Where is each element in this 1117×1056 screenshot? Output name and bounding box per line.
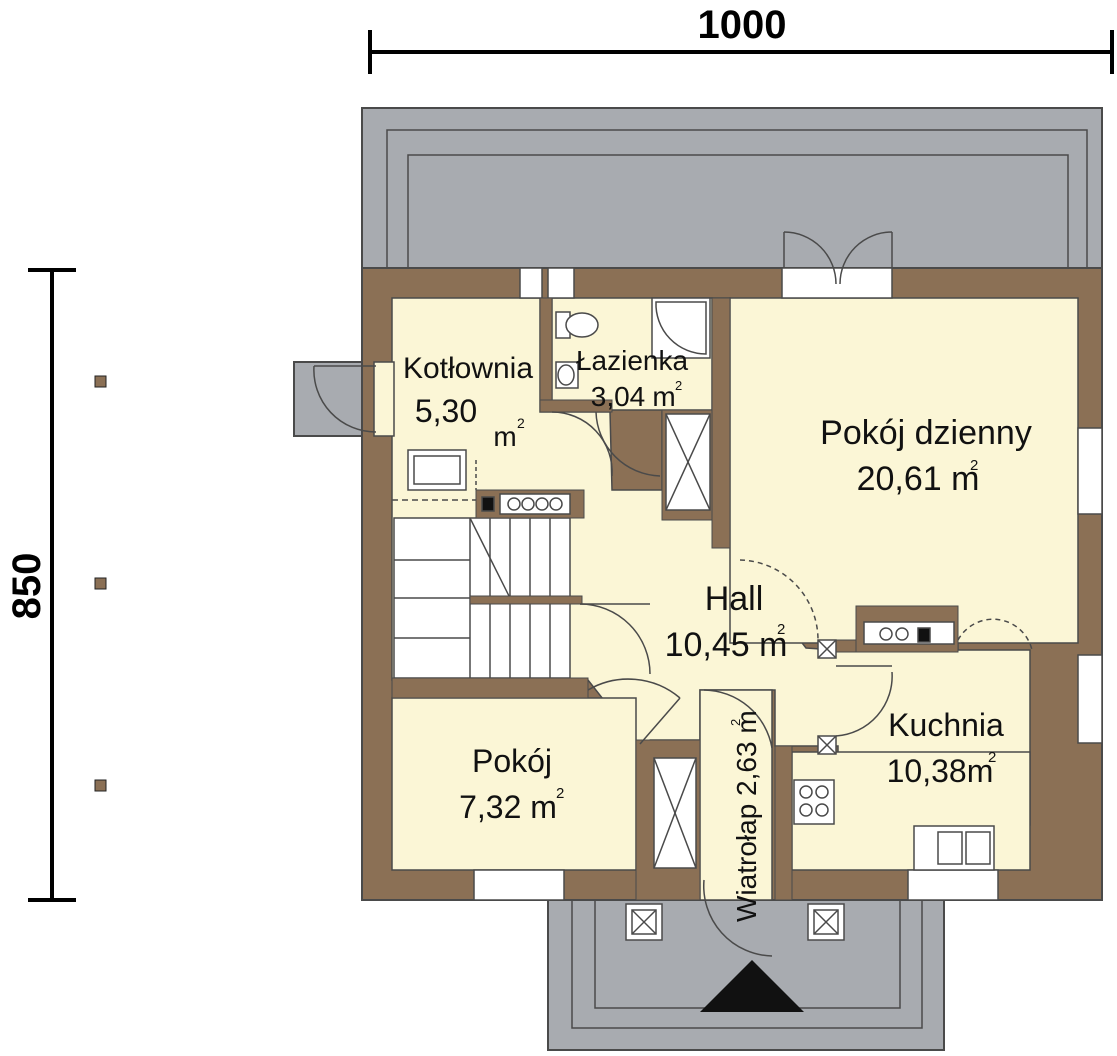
room-label-kotlownia: Kotłownia 5,30 m 2 xyxy=(403,352,533,452)
height-dimension-label: 850 xyxy=(5,553,49,620)
room-area: 3,04 xyxy=(591,381,646,412)
windows xyxy=(473,267,1103,901)
grid-markers xyxy=(94,375,107,792)
room-unit-sup: 2 xyxy=(517,415,525,431)
floors xyxy=(373,297,1079,901)
room-name: Kotłownia xyxy=(403,352,533,385)
room-name: Kuchnia xyxy=(888,707,1004,743)
room-label-hall: Hall 10,45 m 2 xyxy=(665,580,788,664)
room-area: 10,45 m xyxy=(665,626,788,664)
room-unit-sup: 2 xyxy=(970,457,978,474)
room-label-wiatrolap: Wiatrołap 2,63 m 2 xyxy=(728,710,762,922)
room-label-pokoj: Pokój 7,32 m 2 xyxy=(459,743,564,825)
doors xyxy=(313,231,1033,957)
room-label-kuchnia: Kuchnia 10,38m 2 xyxy=(887,707,1004,789)
room-unit: m xyxy=(493,421,516,452)
entrance-arrow xyxy=(700,960,804,1012)
height-dimension xyxy=(28,268,76,902)
room-area: 5,30 xyxy=(415,393,477,429)
room-unit: m xyxy=(652,381,675,412)
room-name: Pokój dzienny xyxy=(820,414,1032,452)
room-unit-sup: 2 xyxy=(988,749,996,766)
fixtures xyxy=(407,297,995,941)
room-area: 20,61 m xyxy=(857,460,980,498)
room-name: Hall xyxy=(705,580,764,618)
room-unit-sup: 2 xyxy=(556,785,564,802)
room-label-lazienka: Łazienka 3,04 m 2 xyxy=(576,345,689,412)
room-name: Wiatrołap 2,63 m xyxy=(731,710,762,922)
room-unit-sup: 2 xyxy=(675,378,682,393)
room-name: Pokój xyxy=(472,743,552,779)
side-step xyxy=(293,361,375,437)
room-label-pokoj-dzienny: Pokój dzienny 20,61 m 2 xyxy=(820,414,1032,498)
room-unit-sup: 2 xyxy=(777,621,785,638)
room-area: 7,32 m xyxy=(459,789,557,825)
width-dimension-label: 1000 xyxy=(698,3,787,47)
room-name: Łazienka xyxy=(576,345,689,376)
room-area: 10,38m xyxy=(887,753,994,789)
width-dimension xyxy=(368,30,1114,74)
rear-terrace xyxy=(361,107,1103,271)
room-unit-sup: 2 xyxy=(728,719,743,726)
